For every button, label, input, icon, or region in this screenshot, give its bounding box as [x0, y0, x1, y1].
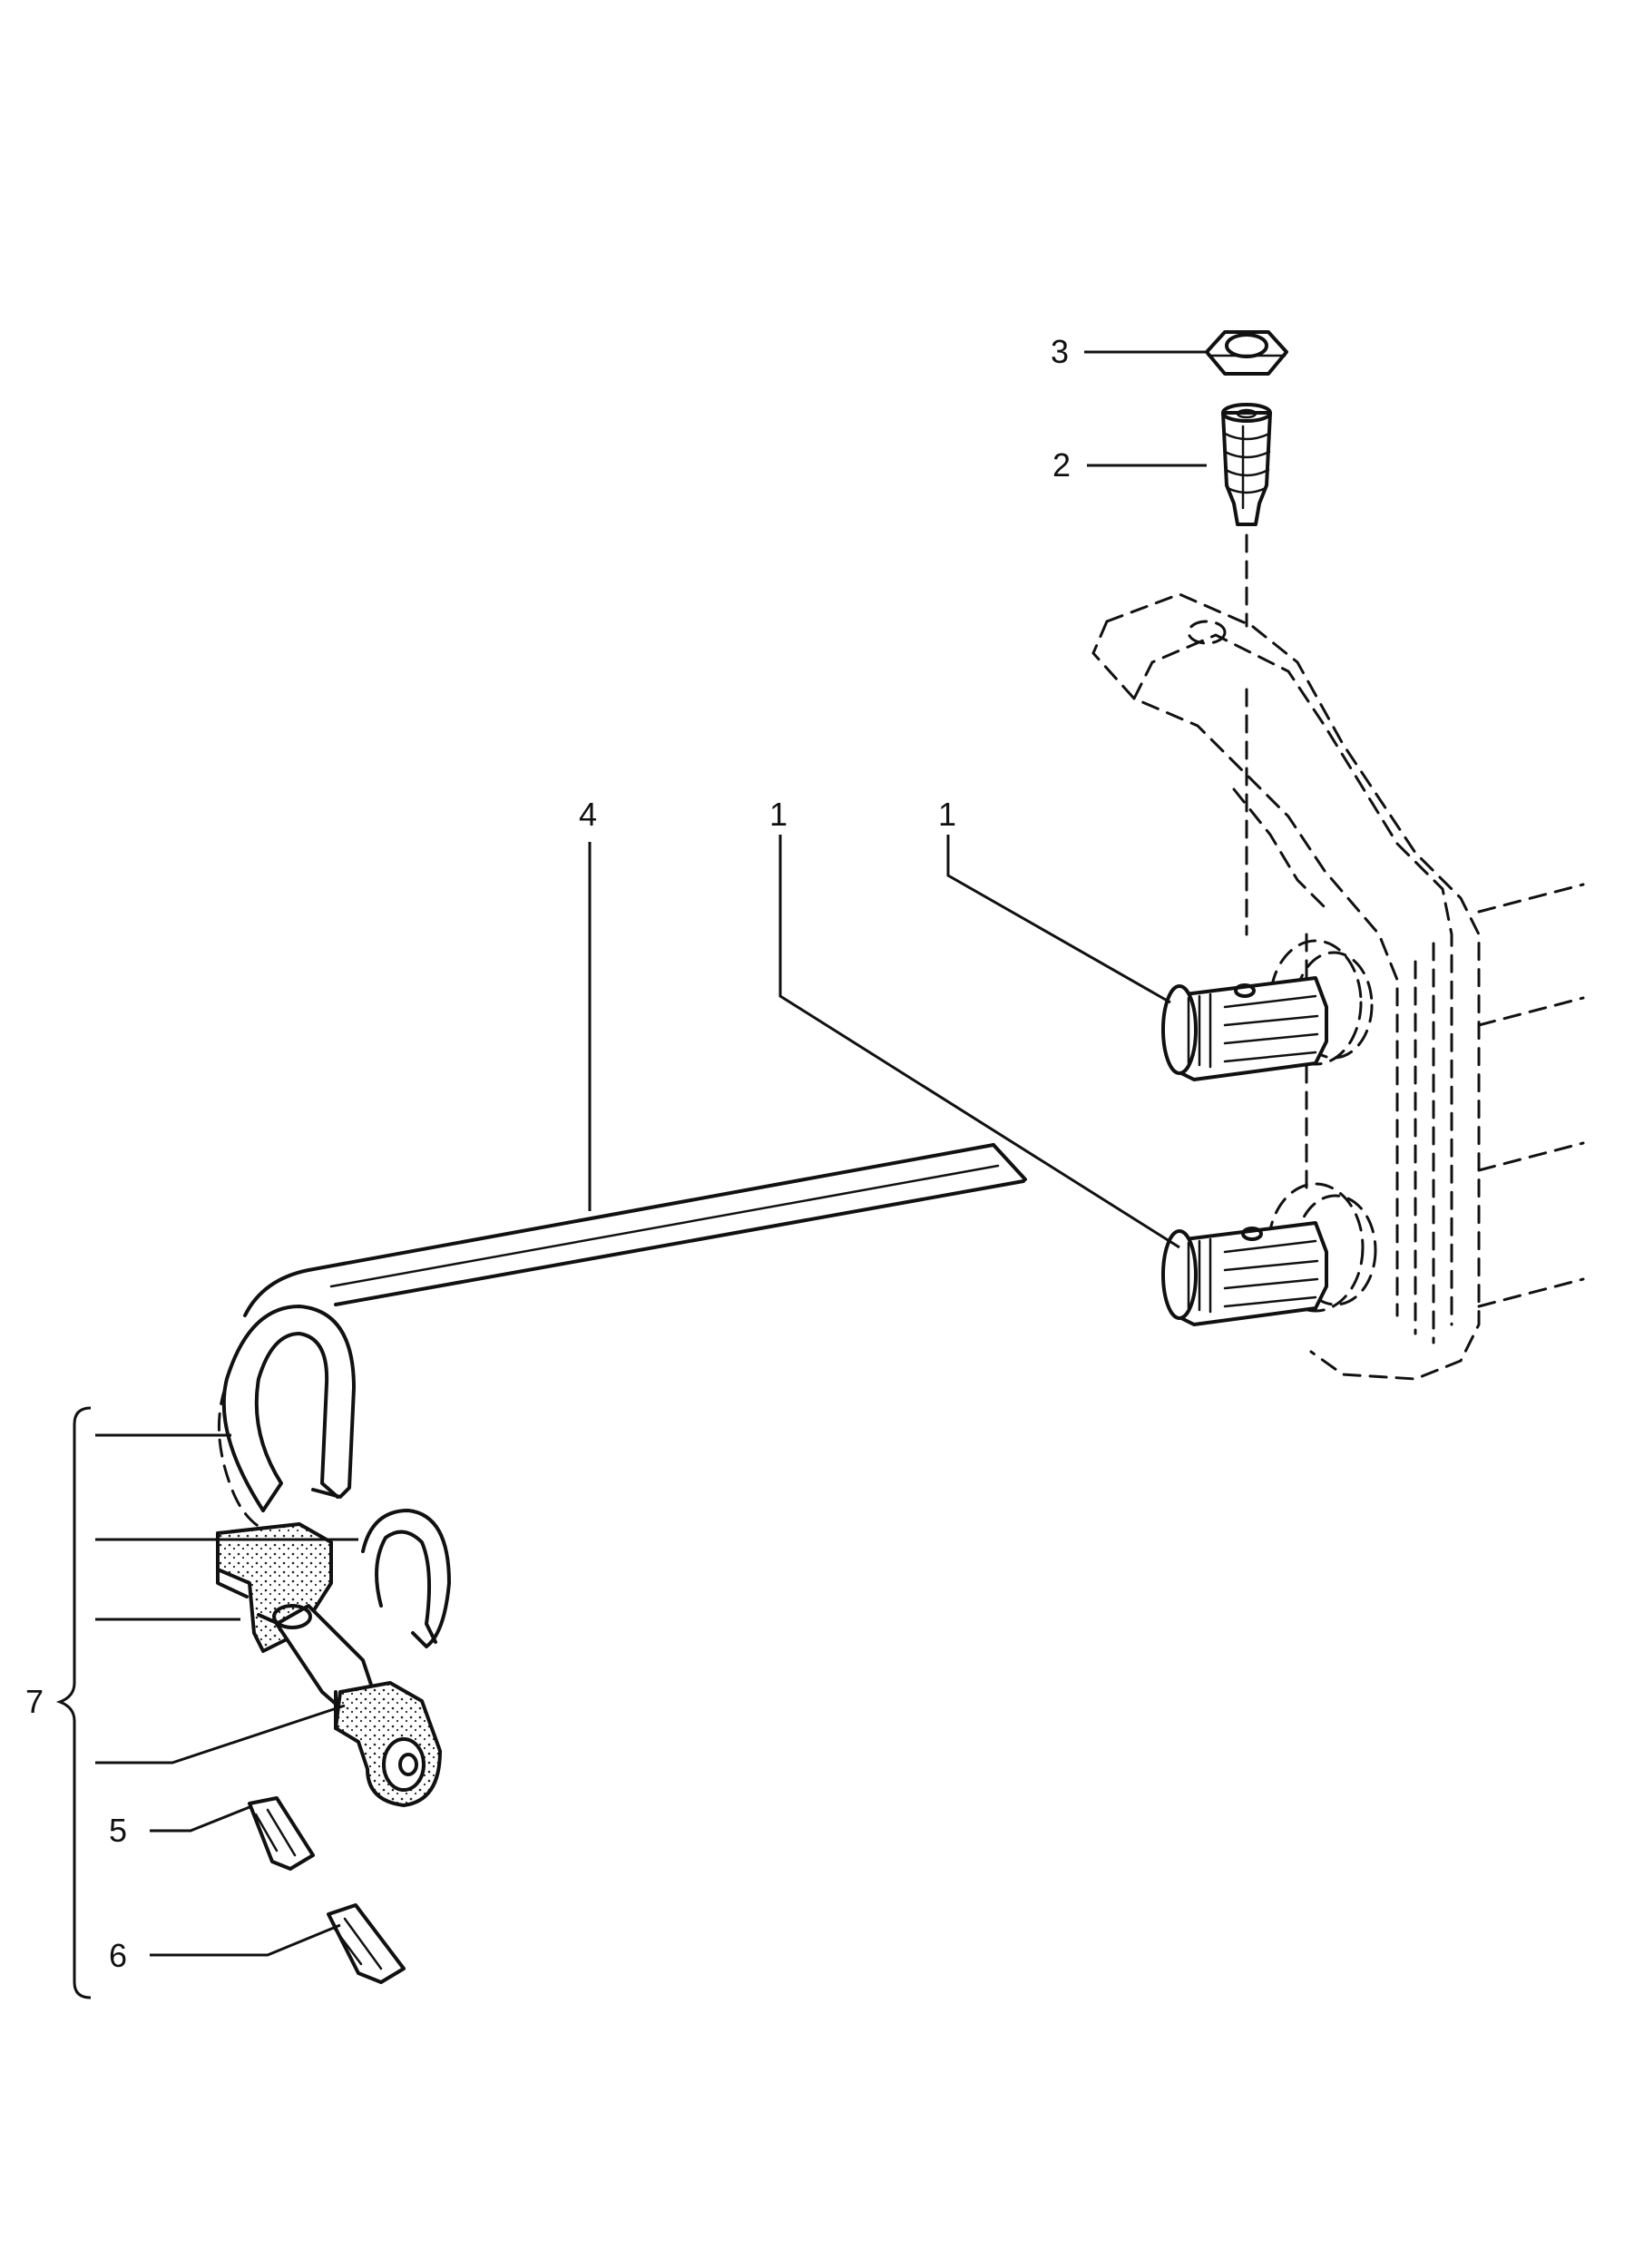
callout-1-right: 1 [938, 796, 956, 833]
clip-small [248, 1796, 315, 1871]
clamp-end-bracket [334, 1681, 442, 1807]
leader-lines [95, 350, 1207, 1957]
callout-5: 5 [109, 1812, 127, 1849]
group-brace [55, 1406, 92, 1999]
threaded-stud [1221, 403, 1272, 526]
hex-nut [1205, 330, 1288, 376]
splined-pin-upper [1161, 976, 1328, 1081]
callout-4: 4 [579, 796, 597, 833]
clip-large [327, 1903, 406, 1984]
callout-1-left: 1 [769, 796, 788, 833]
callout-2: 2 [1052, 446, 1071, 484]
callout-3: 3 [1051, 333, 1069, 370]
mounting-bracket-outline [1091, 592, 1585, 1381]
callout-7: 7 [25, 1683, 44, 1720]
clamp-upper-ring [218, 1305, 356, 1535]
callout-6: 6 [109, 1937, 127, 1974]
clamp-middle-ring [361, 1509, 451, 1648]
bent-rod [243, 1143, 1027, 1317]
splined-pin-lower [1161, 1221, 1328, 1326]
